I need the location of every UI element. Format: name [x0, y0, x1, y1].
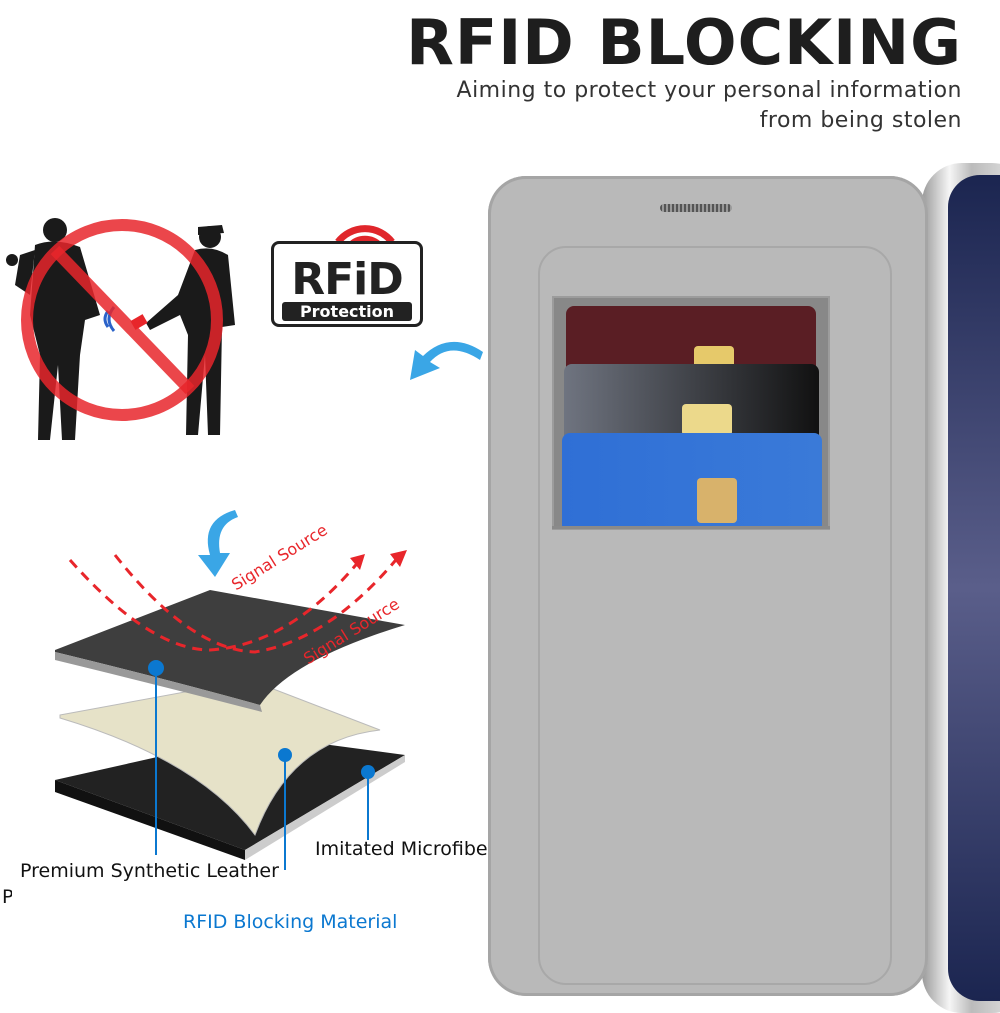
layer-label-rfid: RFID Blocking Material [183, 911, 398, 933]
no-theft-icon [6, 218, 235, 440]
credit-card-icon [562, 433, 822, 528]
cropped-label: P [2, 886, 12, 908]
subtitle-line-1: Aiming to protect your personal informat… [456, 78, 962, 103]
layer-label-microfiber: Imitated Microfiber [315, 838, 496, 860]
card-window [552, 296, 830, 530]
badge-caption: Protection [282, 302, 412, 321]
subtitle: Aiming to protect your personal informat… [457, 76, 962, 136]
badge-word: RFiD [291, 254, 404, 305]
rfid-protection-badge: RFiD Protection [271, 241, 423, 327]
layer-label-leather: Premium Synthetic Leather [20, 860, 279, 882]
speaker-grille [660, 204, 732, 212]
layer-diagram [55, 550, 407, 870]
subtitle-line-2: from being stolen [759, 108, 962, 133]
page-title: RFID BLOCKING [406, 6, 962, 79]
phone-case [488, 176, 928, 996]
curved-arrow-icon [410, 341, 483, 380]
phone-icon [922, 163, 1000, 1013]
case-stitching [538, 246, 892, 985]
curved-arrow-icon [198, 510, 238, 577]
